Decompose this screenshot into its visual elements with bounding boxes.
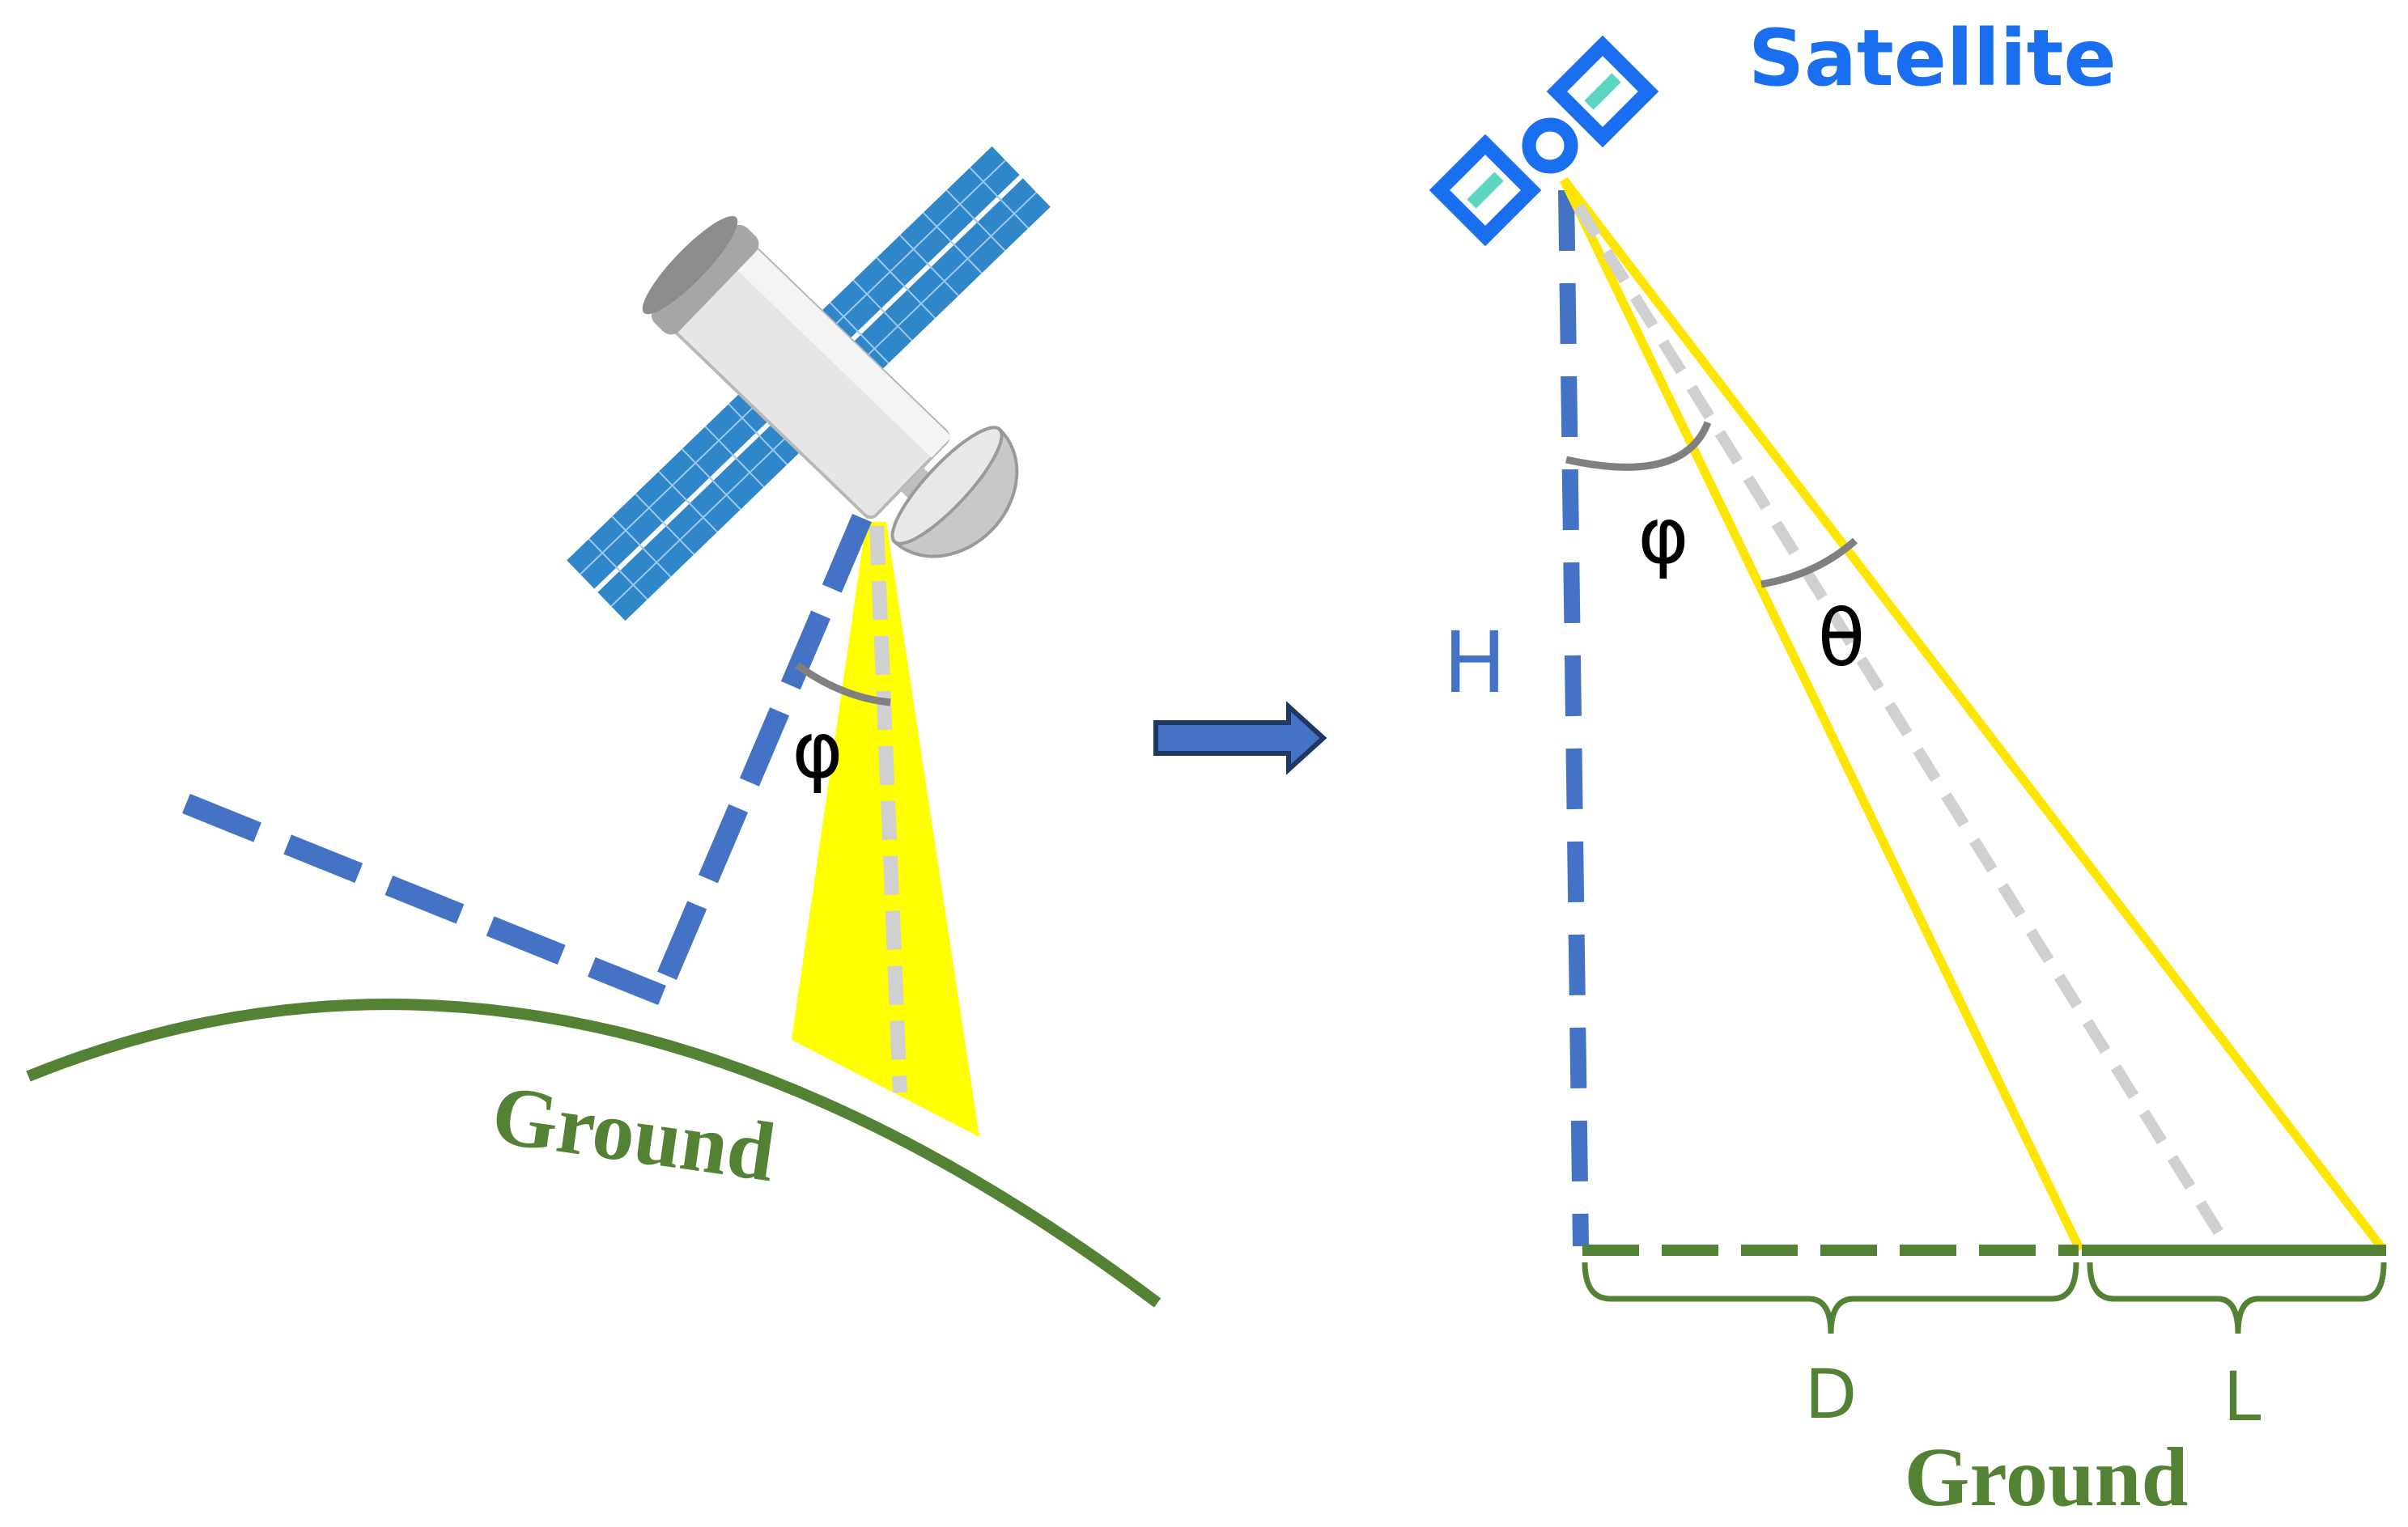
beam-edge-inner	[1560, 177, 2084, 1253]
length-label: L	[2223, 1357, 2261, 1436]
angle-arc-theta	[1760, 537, 1858, 588]
nadir-line-left	[652, 513, 872, 992]
brace-l	[2087, 1262, 2387, 1334]
angle-phi-label-right: φ	[1637, 490, 1688, 581]
beam-edge-outer	[1560, 176, 2388, 1253]
right-arrow-icon	[1153, 701, 1327, 775]
ground-label-left: Ground	[486, 1067, 780, 1199]
height-line	[1558, 189, 1589, 1247]
beam-center-line-right	[1573, 203, 2235, 1253]
beam-center-line-left	[869, 525, 907, 1093]
satellite-label: Satellite	[1748, 13, 2117, 104]
left-panel: φ Ground	[26, 146, 1162, 1308]
distance-label: D	[1805, 1355, 1858, 1434]
earth-surface-curve	[26, 999, 1162, 1308]
angle-phi-label-left: φ	[792, 705, 843, 795]
angle-theta-label: θ	[1818, 593, 1866, 684]
height-label: H	[1443, 613, 1506, 712]
tangent-line-left	[182, 793, 666, 1006]
satellite-illustration-icon	[567, 146, 1051, 621]
satellite-glyph-icon	[1429, 35, 1659, 247]
ground-label-right: Ground	[1905, 1431, 2189, 1524]
brace-d	[1582, 1262, 2079, 1334]
angle-arc-left	[795, 662, 891, 706]
angle-arc-phi	[1565, 421, 1712, 471]
right-panel: Satellite φ θ H D L Ground	[1429, 13, 2388, 1524]
